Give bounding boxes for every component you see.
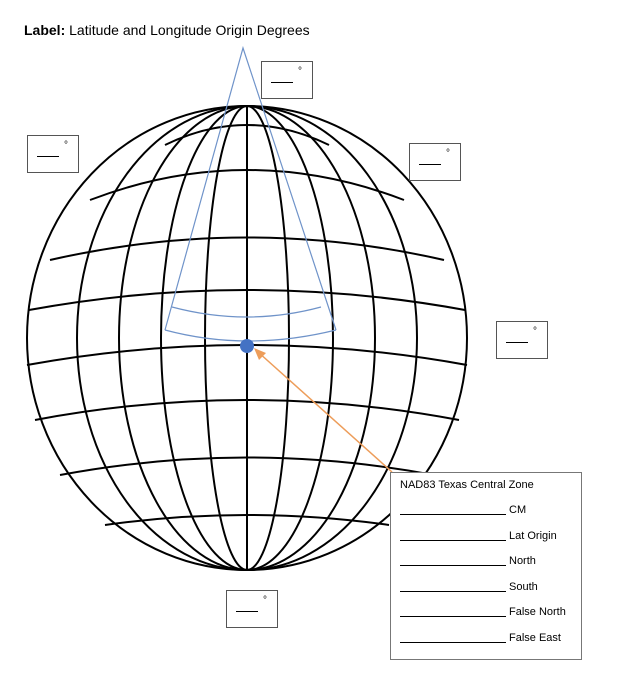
degree-symbol: ° — [533, 326, 537, 337]
parallel — [104, 514, 390, 526]
pointer-arrow — [257, 351, 393, 473]
projection-cone — [164, 45, 337, 331]
cone-arc-inner — [171, 306, 322, 318]
degree-blank[interactable] — [37, 148, 59, 157]
degree-box-top[interactable]: ° — [261, 61, 313, 99]
row-label: Lat Origin — [509, 530, 557, 542]
diagram-title: Label: Latitude and Longitude Origin Deg… — [24, 22, 310, 38]
parallel — [49, 236, 445, 261]
zone-row-false-north[interactable]: False North — [400, 606, 580, 622]
meridian — [76, 105, 418, 571]
cone-arc-outer — [164, 329, 337, 342]
degree-box-bottom[interactable]: ° — [226, 590, 278, 628]
row-label: False East — [509, 632, 561, 644]
zone-info-box: NAD83 Texas Central Zone CM Lat Origin N… — [390, 472, 582, 660]
title-label: Label: — [24, 22, 66, 38]
degree-blank[interactable] — [506, 334, 528, 343]
row-label: North — [509, 555, 536, 567]
zone-title: NAD83 Texas Central Zone — [400, 479, 534, 491]
arrow-head — [254, 348, 266, 360]
parallel — [28, 289, 466, 311]
degree-symbol: ° — [263, 595, 267, 606]
parallel — [34, 399, 460, 421]
answer-blank[interactable] — [400, 565, 506, 566]
degree-box-upper-right[interactable]: ° — [409, 143, 461, 181]
degree-blank[interactable] — [271, 74, 293, 83]
degree-blank[interactable] — [236, 603, 258, 612]
title-text: Latitude and Longitude Origin Degrees — [69, 22, 310, 38]
zone-row-false-east[interactable]: False East — [400, 632, 580, 648]
degree-box-middle-right[interactable]: ° — [496, 321, 548, 359]
row-label: South — [509, 581, 538, 593]
degree-symbol: ° — [298, 66, 302, 77]
origin-point — [240, 339, 254, 353]
zone-row-lat-origin[interactable]: Lat Origin — [400, 530, 580, 546]
parallel — [164, 124, 330, 146]
row-label: False North — [509, 606, 566, 618]
degree-symbol: ° — [64, 140, 68, 151]
zone-row-south[interactable]: South — [400, 581, 580, 597]
answer-blank[interactable] — [400, 591, 506, 592]
answer-blank[interactable] — [400, 514, 506, 515]
answer-blank[interactable] — [400, 642, 506, 643]
parallel — [89, 169, 405, 201]
zone-row-cm[interactable]: CM — [400, 504, 580, 520]
row-label: CM — [509, 504, 527, 516]
parallel — [59, 456, 435, 476]
zone-row-north[interactable]: North — [400, 555, 580, 571]
degree-blank[interactable] — [419, 156, 441, 165]
answer-blank[interactable] — [400, 540, 506, 541]
degree-symbol: ° — [446, 148, 450, 159]
degree-box-upper-left[interactable]: ° — [27, 135, 79, 173]
answer-blank[interactable] — [400, 616, 506, 617]
